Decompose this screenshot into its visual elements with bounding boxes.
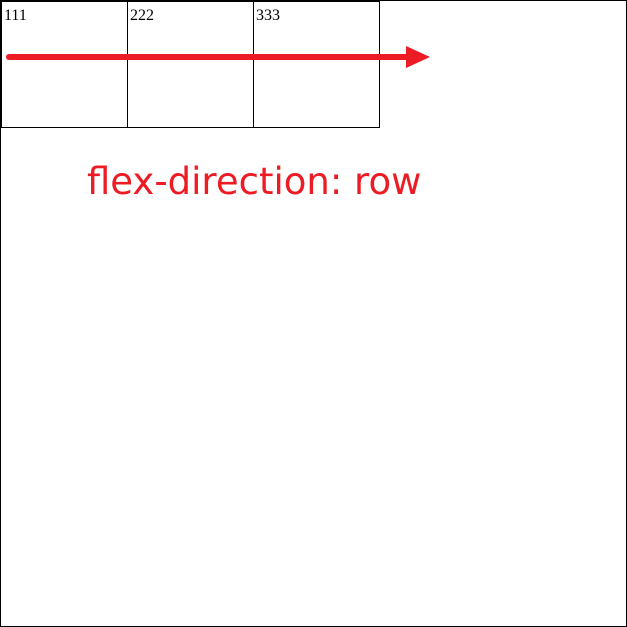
flex-container: 111 222 333 bbox=[1, 1, 380, 128]
flex-item-3: 333 bbox=[253, 1, 380, 128]
flex-item-1: 111 bbox=[1, 1, 128, 128]
flex-item-2: 222 bbox=[127, 1, 254, 128]
flex-item-label: 222 bbox=[130, 7, 154, 24]
direction-caption: flex-direction: row bbox=[87, 160, 422, 203]
flex-item-label: 333 bbox=[256, 7, 280, 24]
flex-item-label: 111 bbox=[4, 7, 27, 24]
